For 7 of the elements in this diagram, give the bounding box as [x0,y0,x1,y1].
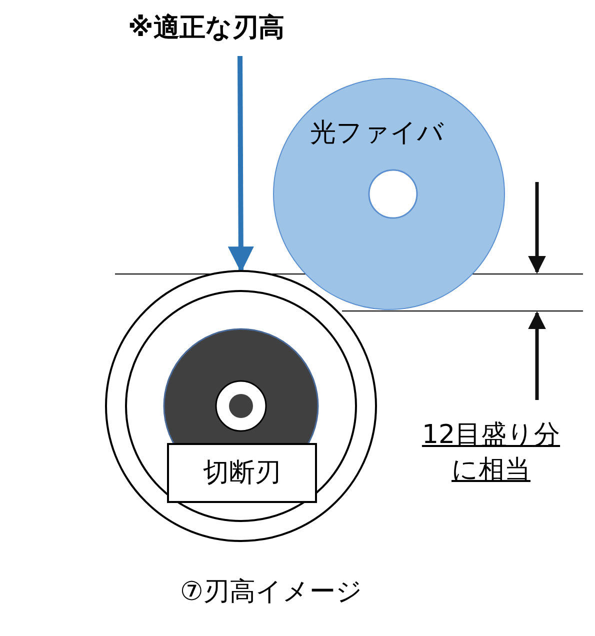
blade-label-box [167,443,317,503]
node-label: 光ファイバ [310,117,444,150]
node-label: 切断刃 [203,456,281,490]
heading-text: ※適正な刃高 [128,12,284,44]
arrow [228,56,254,273]
caption: ⑦刃高イメージ [180,576,362,608]
dimension-note: 12目盛り分に相当 [420,419,562,488]
